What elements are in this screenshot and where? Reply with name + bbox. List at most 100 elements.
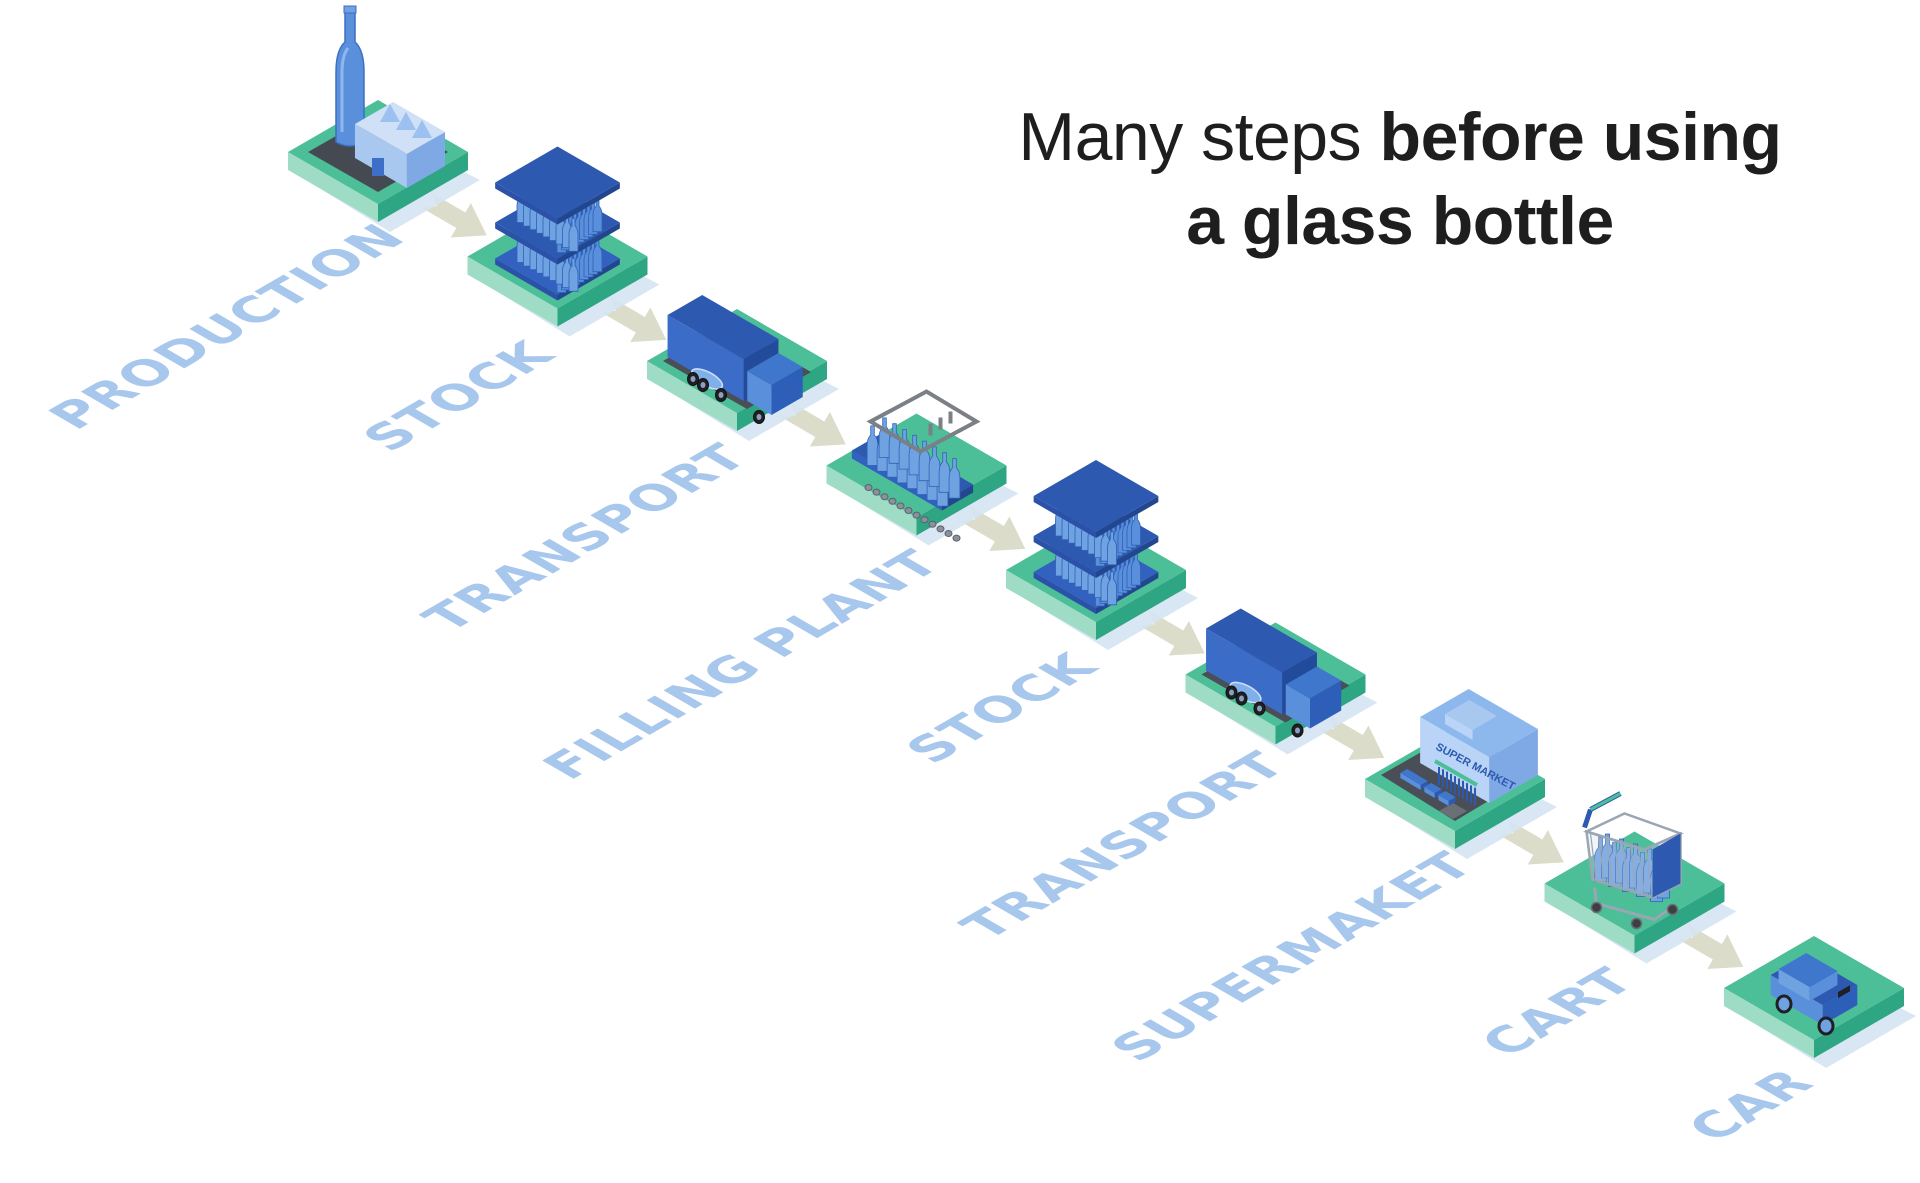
cart-wire	[1645, 849, 1654, 898]
bottle-shape	[568, 257, 579, 292]
step-tile	[647, 295, 839, 441]
title-light: Many steps	[1018, 99, 1380, 175]
box-front-left	[1770, 975, 1823, 1025]
step-tile	[1185, 608, 1378, 755]
tile-side-right	[378, 152, 468, 222]
truck-icon	[663, 295, 811, 424]
wheel-icon	[1666, 903, 1679, 916]
title-bold-line1: before using	[1379, 99, 1783, 175]
box-top	[747, 353, 803, 385]
cart-wire	[1637, 847, 1646, 896]
cart-wire	[1629, 844, 1638, 894]
step-tile	[1724, 936, 1916, 1068]
box-top	[1033, 460, 1159, 532]
box-front-right	[1822, 985, 1858, 1025]
box-front-left	[1410, 779, 1421, 790]
box-front-left	[495, 258, 558, 301]
roller	[896, 502, 905, 510]
bottle-icon	[928, 446, 941, 487]
pallet-stack-icon	[1033, 460, 1159, 614]
box-front-left	[1206, 628, 1283, 715]
box-front-left	[1424, 787, 1435, 798]
truck-icon	[1201, 608, 1350, 738]
parked-car	[1410, 775, 1428, 790]
step-tile	[288, 5, 480, 232]
cart-frame	[1593, 887, 1676, 922]
bottle-shape	[928, 446, 941, 487]
gripper-arms	[928, 411, 953, 436]
box-front-right	[557, 182, 620, 225]
cart-handle	[1582, 791, 1622, 829]
cart-wire	[1605, 838, 1614, 887]
shopping-cart-icon	[1582, 791, 1684, 930]
parked-car	[1424, 783, 1442, 798]
bottle-shape	[568, 217, 579, 252]
box-top	[1424, 783, 1442, 793]
tile-side-right	[557, 256, 648, 327]
gripper-frame	[866, 389, 981, 454]
bottle-neck	[343, 5, 357, 14]
roller	[880, 493, 889, 501]
box-front-left	[1438, 795, 1449, 806]
tile-side-left	[1006, 570, 1096, 640]
box-front-left	[1778, 969, 1810, 1001]
box-front-left	[354, 124, 407, 188]
roller	[920, 516, 929, 524]
roller	[864, 484, 873, 491]
bottle-icon	[918, 440, 931, 482]
box-front-right	[1434, 789, 1442, 798]
box-front-right	[406, 132, 446, 188]
tile-side-right	[916, 465, 1007, 536]
step-tile: SUPER MARKET	[1365, 689, 1557, 859]
bottle-icon	[568, 217, 579, 252]
page-title: Many steps before using a glass bottle	[960, 95, 1840, 263]
title-bold-line2: a glass bottle	[1186, 183, 1614, 259]
wheel-hub	[690, 376, 696, 382]
wheel-icon	[1630, 917, 1643, 930]
bottle-icon	[948, 458, 961, 499]
box-front-left	[1033, 536, 1096, 578]
tile-side-right	[1455, 779, 1545, 849]
wheel-icon	[1817, 1016, 1835, 1036]
truck-cab	[1285, 666, 1342, 729]
wheel-hub	[1239, 695, 1244, 702]
car-grille	[1838, 985, 1850, 999]
box-front-left	[1033, 496, 1096, 538]
wheel-hub	[1257, 705, 1262, 712]
bottle-shape	[866, 425, 879, 466]
box-front-left	[747, 371, 772, 415]
box-top	[1445, 700, 1497, 730]
tile-side-left	[467, 256, 558, 327]
roof-saw-3	[412, 120, 432, 138]
box-front-right	[1310, 680, 1342, 729]
pallet-stack-icon	[495, 146, 620, 301]
box-top	[667, 295, 779, 359]
roller	[936, 525, 945, 533]
tile-side-left	[826, 465, 917, 536]
roller	[904, 507, 913, 514]
roller	[928, 520, 937, 528]
box-top	[1778, 953, 1838, 987]
tile-side-right	[1814, 988, 1904, 1058]
tile-side-left	[1365, 779, 1455, 849]
box-front-right	[1420, 781, 1428, 790]
box-top	[1438, 791, 1456, 801]
factory-bottle-icon	[308, 5, 448, 192]
bottle-highlight	[340, 47, 350, 132]
bottle-icon	[1107, 531, 1117, 566]
box-front-right	[1096, 536, 1159, 578]
bottle-shape	[918, 440, 931, 482]
roller	[912, 511, 921, 519]
box-front-right	[1809, 971, 1838, 1001]
box-top	[1400, 769, 1418, 779]
wheel-hub	[756, 414, 762, 420]
box-front-left	[667, 315, 744, 401]
wheel-icon	[1775, 994, 1793, 1014]
box-front-left	[1033, 572, 1096, 614]
parked-car	[1438, 791, 1456, 806]
tile-side-right	[1096, 570, 1186, 640]
wheel-hub	[1295, 727, 1300, 734]
tile-side-left	[1544, 883, 1635, 954]
box-top	[1285, 666, 1342, 699]
